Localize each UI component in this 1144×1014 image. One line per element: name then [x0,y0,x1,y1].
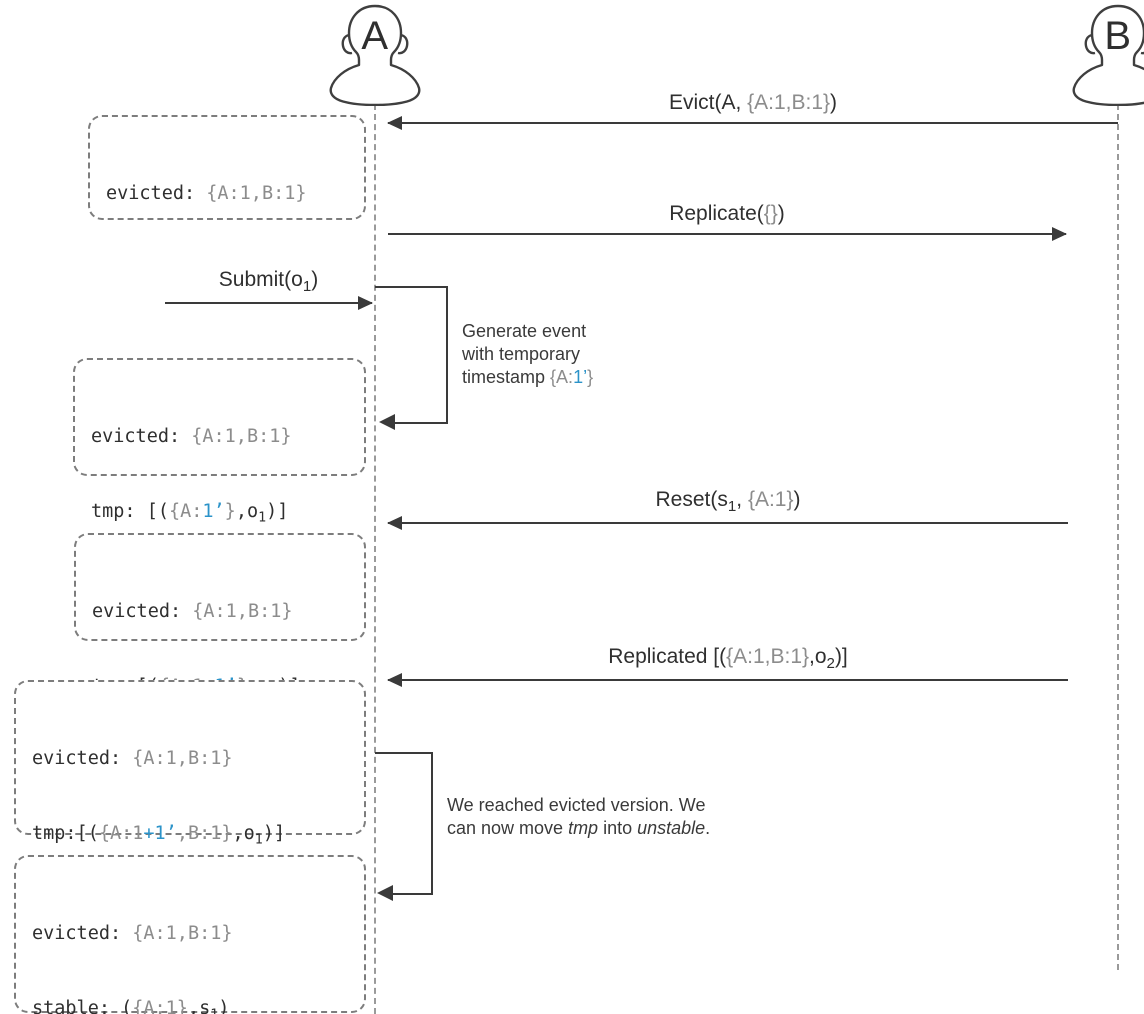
actor-a: A [325,2,425,106]
state-line: tmp:[({A:1+1’,B:1},o1)] [32,823,286,848]
selfloop-right-segment [445,286,448,424]
message-replicate-label: Replicate({}) [669,202,785,225]
state-box-1: evicted: {A:1,B:1} [88,115,366,220]
message-line [388,522,1068,524]
selfloop-top-segment [375,286,448,288]
state-box-3: evicted: {A:1,B:1} tmp:[({A:1+1’},o1)] s… [74,533,366,782]
actor-b: B [1068,2,1144,106]
selfloop-bottom-segment [393,892,433,895]
state-box-2: evicted: {A:1,B:1} tmp: [({A:1’},o1)] [73,358,366,526]
person-icon [1072,4,1144,106]
arrowhead-left-icon [379,414,395,430]
state-line: evicted: {A:1,B:1} [32,923,233,944]
state-box-5: evicted: {A:1,B:1} stable: ({A:1},s1) un… [14,855,366,1014]
actor-a-label: A [361,14,389,58]
arrowhead-left-icon [387,672,402,687]
state-line: stable: ({A:1},s1) [32,998,230,1014]
arrowhead-right-icon [1052,226,1067,241]
message-line [165,302,372,304]
arrowhead-right-icon [358,295,373,310]
lifeline-b [1117,104,1119,970]
arrowhead-left-icon [377,885,393,901]
message-evict-label: Evict(A, {A:1,B:1}) [668,91,838,114]
message-replicated-label: Replicated [({A:1,B:1},o2)] [608,644,848,672]
state-line: evicted: {A:1,B:1} [92,601,293,622]
selfloop-top-segment [375,752,433,754]
message-submit-label: Submit(o1) [218,267,319,295]
message-line [388,122,1118,124]
state-line: evicted: {A:1,B:1} [106,183,307,204]
lifeline-a [374,104,376,1014]
selfloop-right-segment [430,752,433,895]
arrowhead-left-icon [387,115,402,130]
message-line [388,679,1068,681]
selfloop-move-tmp [375,752,435,901]
state-line: tmp: [({A:1’},o1)] [91,501,289,526]
state-line: evicted: {A:1,B:1} [91,426,292,447]
person-icon [329,4,421,106]
selfloop-bottom-segment [395,421,448,424]
arrowhead-left-icon [387,515,402,530]
actor-b-label: B [1104,14,1132,58]
state-line: evicted: {A:1,B:1} [32,748,233,769]
message-reset-label: Reset(s1, {A:1}) [655,487,801,515]
message-line [388,233,1066,235]
state-box-4: evicted: {A:1,B:1} tmp:[({A:1+1’,B:1},o1… [14,680,366,1011]
note-emphasis-unstable: unstable [637,818,706,838]
note-emphasis-tmp: tmp [568,818,599,838]
selfloop-generate-event [375,286,451,430]
